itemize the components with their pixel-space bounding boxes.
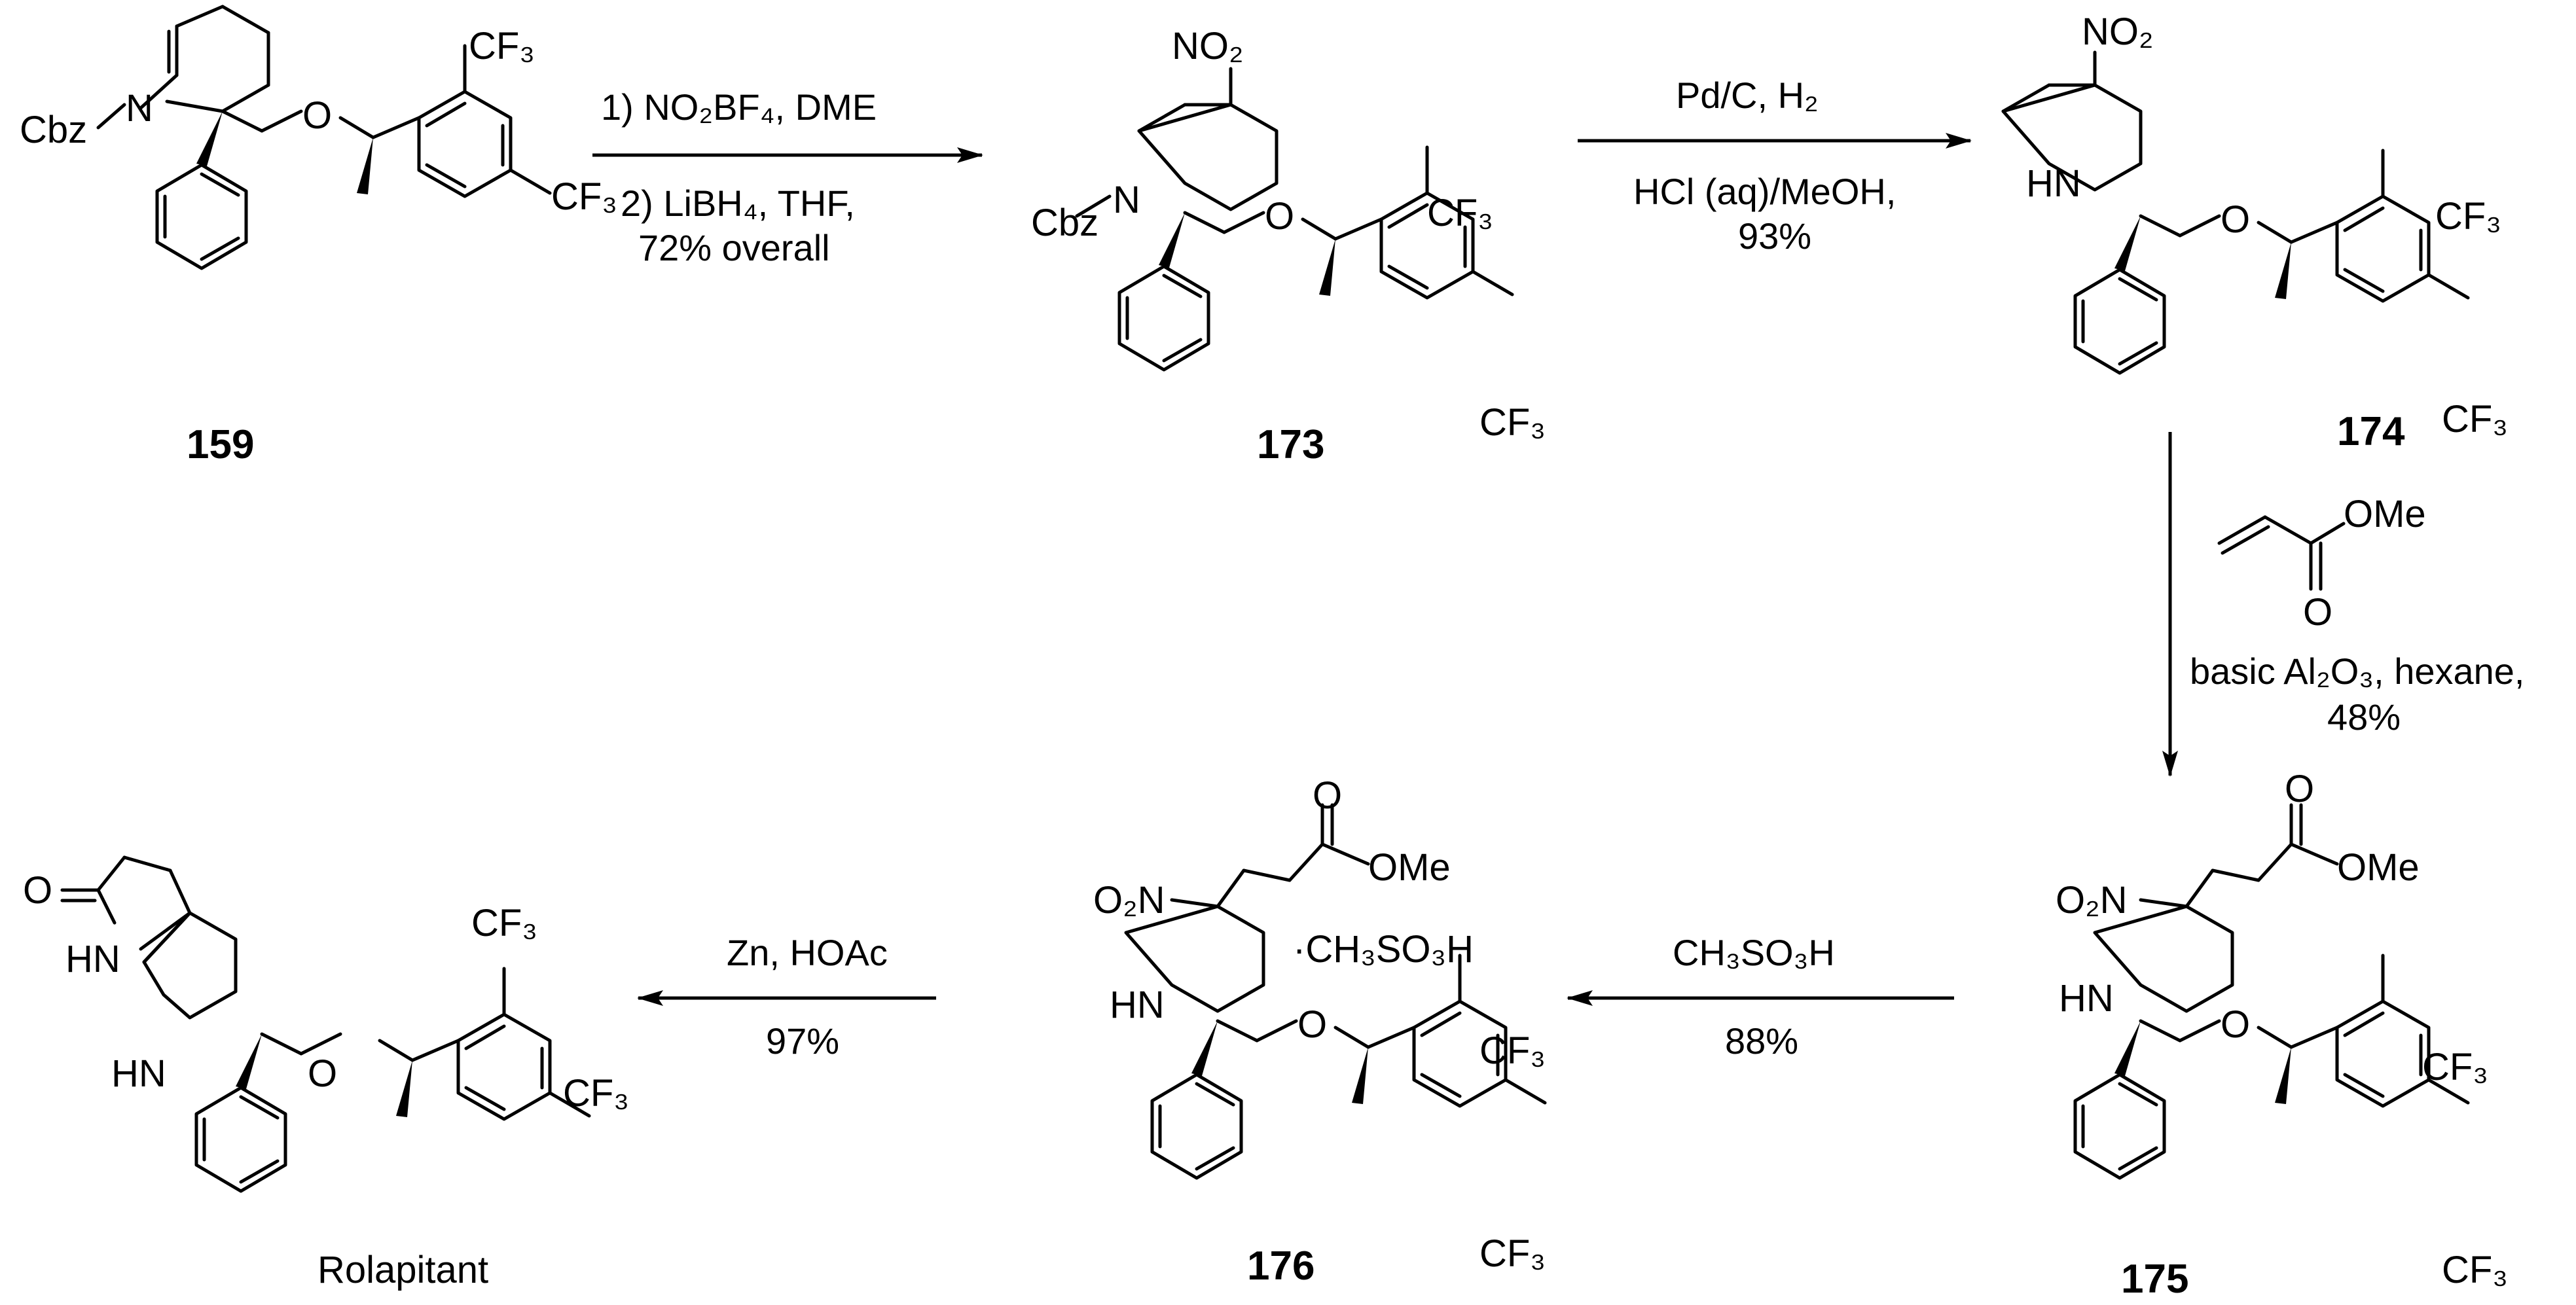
compound-rolapitant: O HN HN O CF₃ CF₃ Rolapitant (23, 855, 629, 1291)
ester-o: O (2285, 768, 2314, 810)
compound-175: O₂N O OMe HN O CF₃ CF₃ 175 (2056, 768, 2508, 1302)
step4-line2: 88% (1725, 1020, 1798, 1062)
no2-label: NO₂ (2082, 10, 2154, 53)
ring-hn: HN (111, 1052, 166, 1095)
ester-ome: OMe (1368, 846, 1451, 889)
step1-line3: 72% overall (638, 227, 830, 268)
step1-line2: 2) LiBH₄, THF, (621, 183, 855, 224)
hn-label: HN (2059, 977, 2114, 1020)
n-label: N (1113, 179, 1140, 221)
ether-o: O (2221, 1003, 2250, 1046)
no2-label: NO₂ (1172, 25, 1244, 67)
label-159: 159 (187, 422, 254, 467)
step2-line1: Pd/C, H₂ (1676, 75, 1819, 116)
ether-o: O (1297, 1003, 1327, 1046)
hn-label: HN (1110, 984, 1165, 1026)
salt-label: ·CH₃SO₃H (1293, 928, 1474, 971)
label-rolapitant: Rolapitant (317, 1249, 488, 1291)
cf3-bottom: CF₃ (1479, 401, 1546, 444)
lactam-o: O (23, 869, 52, 912)
step5-line2: 97% (766, 1020, 839, 1062)
step4-line1: CH₃SO₃H (1673, 932, 1835, 973)
step3-line1: basic Al₂O₃, hexane, (2190, 651, 2525, 692)
step3-line2: 48% (2327, 696, 2401, 738)
step2-line2: HCl (aq)/MeOH, (1633, 171, 1896, 212)
cf3-top: CF₃ (2435, 195, 2501, 238)
lactam-hn: HN (65, 938, 120, 980)
cf3-bottom: CF₃ (563, 1072, 629, 1115)
cf3-top: CF₃ (471, 902, 537, 944)
step-1: 1) NO₂BF₄, DME 2) LiBH₄, THF, 72% overal… (592, 86, 983, 268)
cf3-bottom: CF₃ (1479, 1232, 1546, 1275)
label-174: 174 (2337, 409, 2405, 454)
ether-o: O (2221, 198, 2250, 241)
cf3-top: CF₃ (469, 25, 535, 67)
step5-line1: Zn, HOAc (727, 932, 888, 973)
acrylate-ome: OMe (2344, 493, 2426, 535)
compound-176: O₂N O OMe ·CH₃SO₃H HN O CF₃ CF₃ 176 (1093, 774, 1546, 1289)
ether-o: O (1265, 195, 1294, 238)
cf3-bottom: CF₃ (551, 175, 617, 218)
label-173: 173 (1257, 422, 1324, 467)
cf3-bottom: CF₃ (2442, 1249, 2508, 1291)
compound-174: NO₂ HN O CF₃ CF₃ 174 (2001, 10, 2508, 454)
hn-label: HN (2026, 162, 2081, 205)
cf3-top: CF₃ (1427, 192, 1493, 234)
o2n-label: O₂N (1093, 879, 1165, 921)
cf3-top: CF₃ (2422, 1046, 2488, 1088)
cf3-bottom: CF₃ (2442, 398, 2508, 440)
compound-159: Cbz N O CF₃ CF₃ 159 (20, 5, 617, 467)
step2-line3: 93% (1738, 215, 1811, 257)
acrylate-o: O (2303, 591, 2332, 634)
compound-173: NO₂ Cbz N O CF₃ CF₃ 173 (1031, 25, 1546, 467)
step-3: OMe O basic Al₂O₃, hexane, 48% (2162, 432, 2525, 777)
o2n-label: O₂N (2056, 879, 2128, 921)
step-5: Zn, HOAc 97% (637, 932, 936, 1062)
n-label: N (126, 87, 153, 130)
cbz-label: Cbz (1031, 202, 1098, 244)
label-176: 176 (1247, 1243, 1315, 1289)
ether-o: O (302, 94, 332, 137)
step-4: CH₃SO₃H 88% (1567, 932, 1954, 1062)
cbz-label: Cbz (20, 109, 87, 151)
cf3-top: CF₃ (1479, 1029, 1546, 1072)
ester-o: O (1313, 774, 1342, 817)
ester-ome: OMe (2337, 846, 2420, 889)
step-2: Pd/C, H₂ HCl (aq)/MeOH, 93% (1578, 75, 1972, 257)
label-175: 175 (2121, 1257, 2188, 1302)
ether-o: O (308, 1052, 337, 1095)
step1-line1: 1) NO₂BF₄, DME (601, 86, 877, 128)
